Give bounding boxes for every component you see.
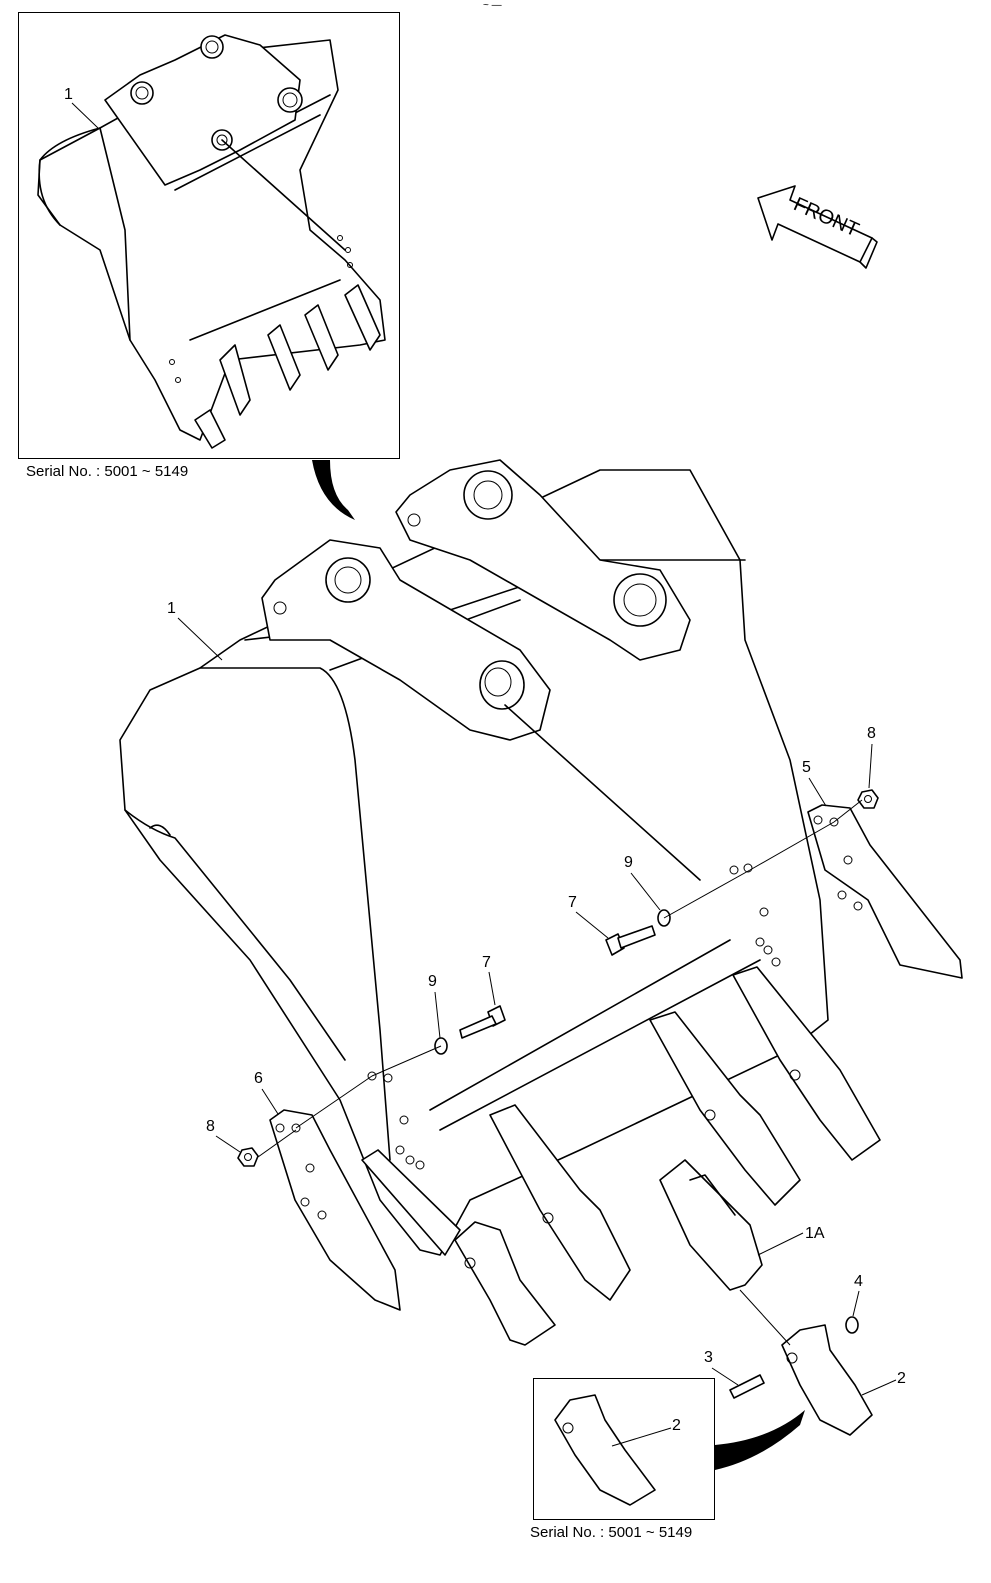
inset-top-caption: Serial No. : 5001 ~ 5149	[26, 463, 189, 480]
callout-8-right: 8	[867, 725, 876, 742]
callout-9-left: 9	[428, 973, 437, 990]
callout-6: 6	[254, 1070, 263, 1087]
callout-7-right: 7	[568, 894, 577, 911]
bucket-teeth	[454, 966, 881, 1346]
front-arrow: FRONT	[757, 185, 878, 269]
inset-bucket-drawing	[37, 34, 386, 449]
inset-frame-bottom	[533, 1378, 715, 1520]
tooth-exploded-drawing	[781, 1324, 873, 1436]
pin-drawing	[729, 1374, 765, 1399]
callout-2: 2	[897, 1370, 906, 1387]
side-cutter-right-drawing	[807, 804, 963, 979]
callout-1a: 1A	[805, 1225, 825, 1242]
nut-left-drawing	[237, 1147, 259, 1167]
header-mark: ~ —	[483, 0, 502, 11]
inset-arrow-top	[312, 460, 355, 520]
callout-inset-2: 2	[672, 1417, 681, 1434]
callout-inset-1: 1	[64, 86, 73, 103]
callout-9-right: 9	[624, 854, 633, 871]
callout-4: 4	[854, 1273, 863, 1290]
bolt-right-drawing	[605, 925, 656, 956]
inset-frame-top	[18, 12, 400, 459]
lock-drawing	[845, 1316, 859, 1334]
main-bucket-drawing	[119, 459, 829, 1256]
callout-5: 5	[802, 759, 811, 776]
callout-7-left: 7	[482, 954, 491, 971]
nut-right-drawing	[857, 789, 879, 809]
callout-3: 3	[704, 1349, 713, 1366]
inset-bottom-caption: Serial No. : 5001 ~ 5149	[530, 1524, 693, 1541]
leader-inset-1	[71, 102, 99, 129]
callout-8-left: 8	[206, 1118, 215, 1135]
side-cutter-left-drawing	[269, 1109, 401, 1311]
bolt-left-drawing	[459, 1005, 506, 1039]
inset-tooth-drawing	[554, 1394, 656, 1506]
callout-1: 1	[167, 600, 176, 617]
inset-arrow-bottom	[715, 1410, 805, 1470]
